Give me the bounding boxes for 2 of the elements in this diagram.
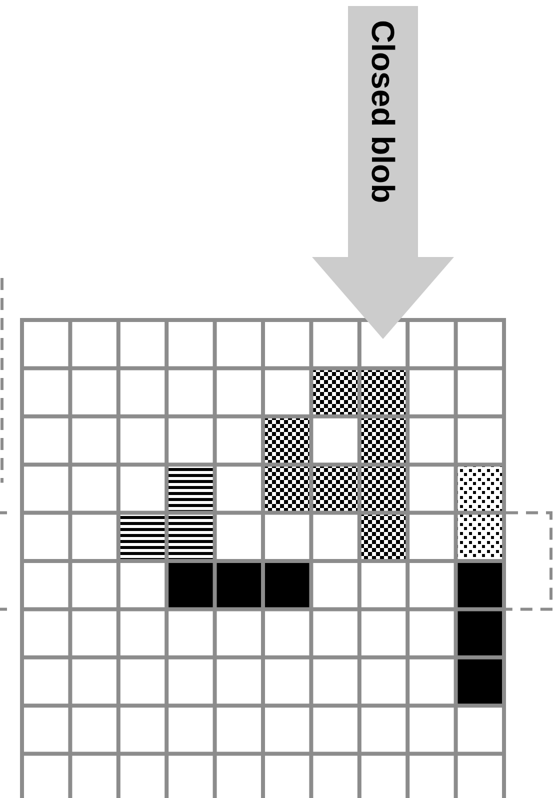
arrow-label: Closed blob: [364, 20, 401, 204]
arrow-shape: [312, 6, 454, 339]
